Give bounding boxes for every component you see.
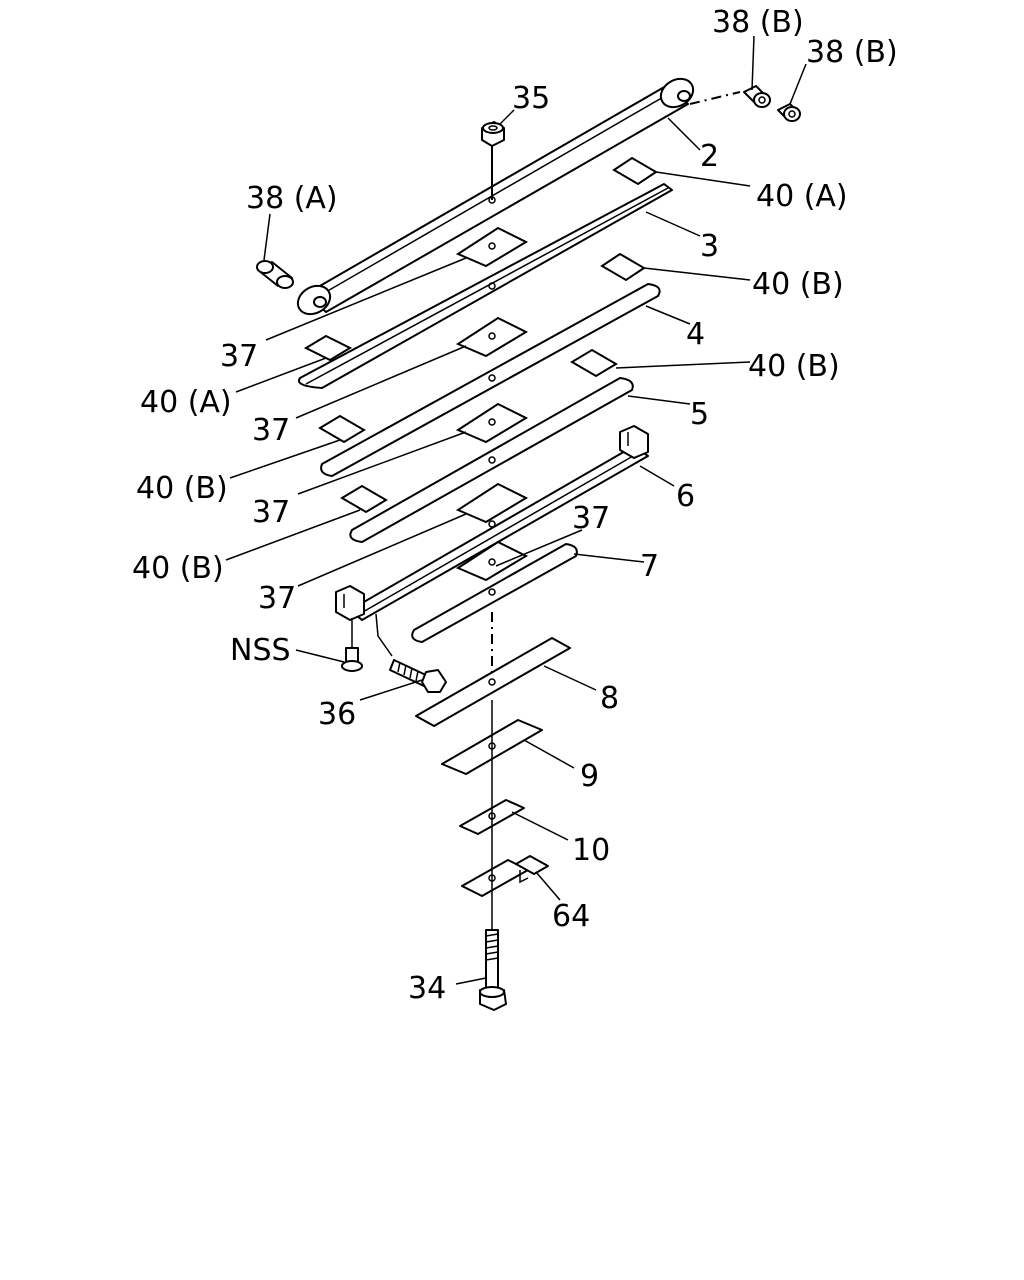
label-9: 9 <box>580 759 599 794</box>
label-nss: NSS <box>230 633 291 668</box>
label-40a-left: 40 (A) <box>140 385 232 420</box>
nss-bolt <box>341 618 363 672</box>
bolt-34 <box>479 700 507 1011</box>
leaf-2-main-leaf <box>296 77 695 316</box>
label-40a-right: 40 (A) <box>756 179 848 214</box>
label-40b-3: 40 (B) <box>136 471 228 506</box>
leaf-6 <box>335 425 649 621</box>
label-8: 8 <box>600 681 619 716</box>
label-3: 3 <box>700 229 719 264</box>
label-64: 64 <box>552 899 590 934</box>
pad-37-3 <box>455 402 529 444</box>
pad-37-5 <box>455 540 529 582</box>
label-4: 4 <box>686 317 705 352</box>
pad-40b-3 <box>570 348 618 378</box>
label-37-4: 37 <box>572 501 610 536</box>
pad-40b-2 <box>318 414 366 444</box>
bracket-64 <box>461 855 549 897</box>
label-37-3: 37 <box>252 495 290 530</box>
leaf-5 <box>349 377 634 543</box>
pad-37-1 <box>455 226 529 268</box>
bushing-38b-1 <box>743 85 771 108</box>
label-36: 36 <box>318 697 356 732</box>
bolt-36 <box>375 613 447 693</box>
label-7: 7 <box>640 549 659 584</box>
pad-40a-2 <box>303 334 353 362</box>
label-38a: 38 (A) <box>246 181 338 216</box>
bushing-center-line <box>689 91 741 105</box>
label-35: 35 <box>512 81 550 116</box>
label-38b-right: 38 (B) <box>806 35 898 70</box>
label-40b-4: 40 (B) <box>132 551 224 586</box>
leaf-8 <box>415 637 571 727</box>
pad-37-2 <box>455 316 529 358</box>
pad-40b-4 <box>340 484 388 514</box>
pad-37-4 <box>455 482 529 524</box>
bushing-38a <box>256 260 294 289</box>
label-40b-1: 40 (B) <box>752 267 844 302</box>
label-37-5: 37 <box>258 581 296 616</box>
label-6: 6 <box>676 479 695 514</box>
leader-lines <box>225 35 807 985</box>
label-10: 10 <box>572 833 610 868</box>
pad-40b-1 <box>600 252 646 282</box>
label-34: 34 <box>408 971 446 1006</box>
label-40b-2: 40 (B) <box>748 349 840 384</box>
pad-40a-1 <box>612 156 658 186</box>
label-2: 2 <box>700 139 719 174</box>
label-5: 5 <box>690 397 709 432</box>
label-37-1: 37 <box>220 339 258 374</box>
label-38b-top: 38 (B) <box>712 5 804 40</box>
nut-35 <box>481 121 505 147</box>
bushing-38b-2 <box>777 103 801 122</box>
label-37-2: 37 <box>252 413 290 448</box>
leaf-3 <box>298 183 673 389</box>
